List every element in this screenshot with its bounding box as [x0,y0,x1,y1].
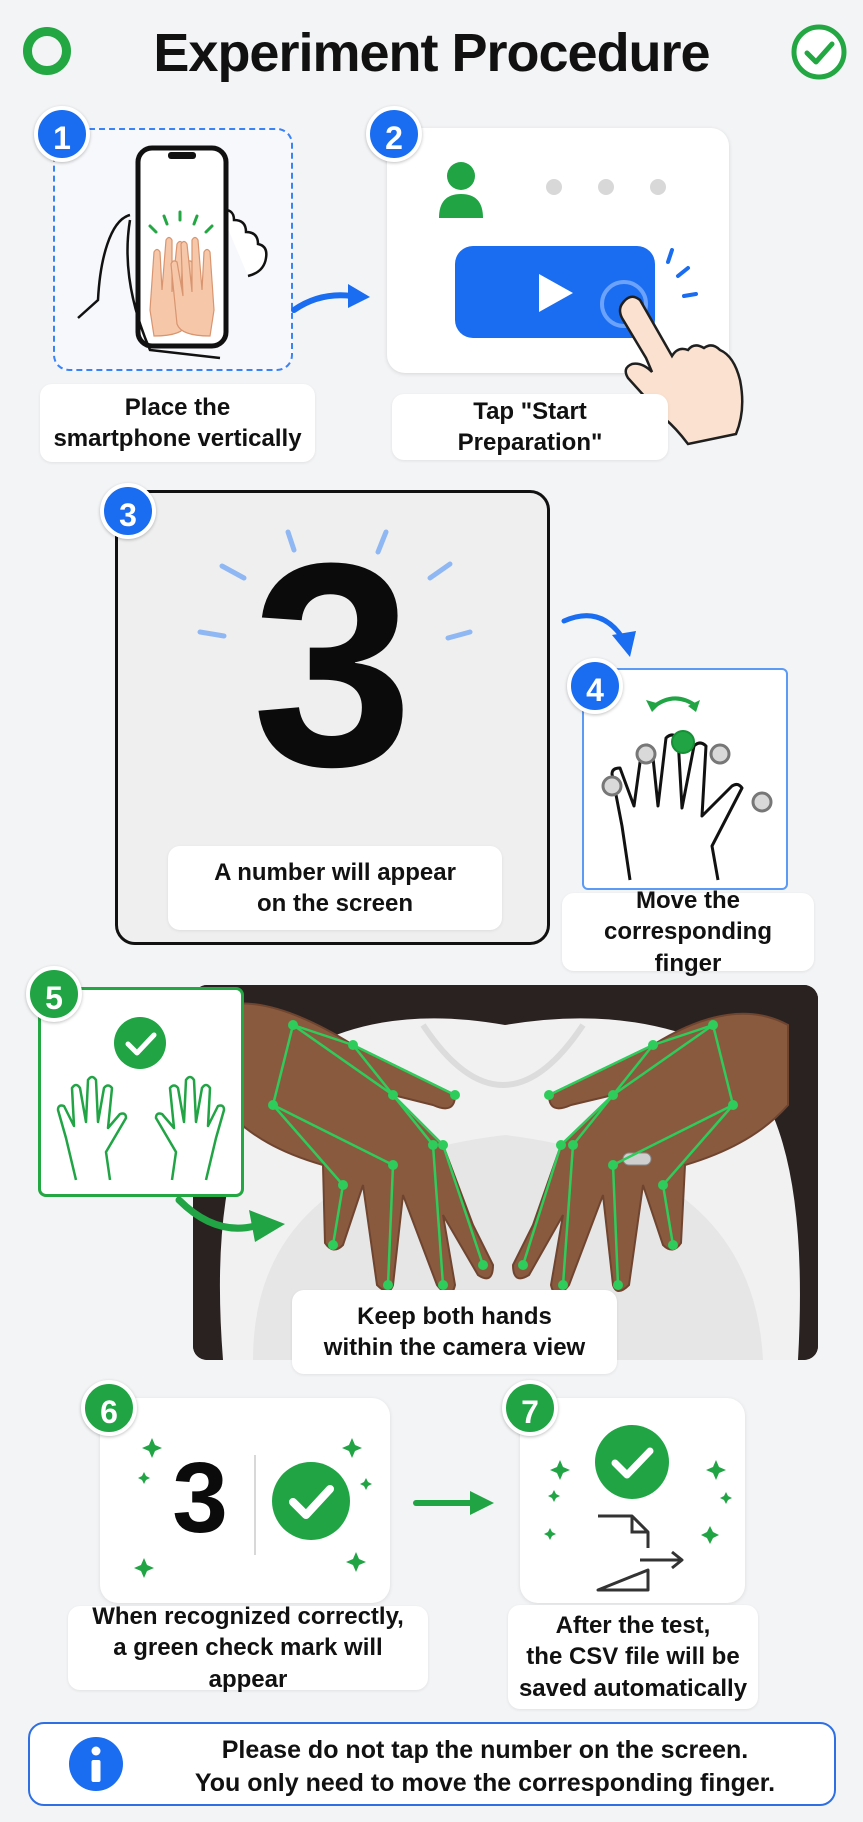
check-circle-icon [272,1462,350,1540]
sparkle-icons [544,1460,732,1544]
user-icon [439,162,483,218]
step-6-caption: When recognized correctly, a green check… [68,1603,428,1693]
recognized-number: 3 [172,1442,228,1554]
step-1-caption: Place the smartphone vertically [40,384,315,462]
pointing-hand-icon [600,248,744,446]
step-2-badge: 2 [366,106,422,162]
step-2-caption: Tap "Start Preparation" [392,394,668,460]
step-4-badge: 4 [567,658,623,714]
info-icon [69,1737,123,1791]
check-circle-icon [595,1425,669,1499]
step-7-badge: 7 [502,1380,558,1436]
hand-finger-icon [601,696,773,881]
phone-in-hand-illustration [77,145,268,360]
check-circle-icon [791,24,847,80]
ring-icon [23,27,71,75]
step-7-caption: After the test, the CSV file will be sav… [508,1605,758,1709]
notice-box [28,1722,836,1806]
step-5-caption: Keep both hands within the camera view [292,1290,617,1374]
countdown-number: 3 [251,503,414,827]
both-hands-check-icon [56,1017,226,1181]
notice-text: Please do not tap the number on the scre… [194,1736,776,1797]
step-1-badge: 1 [34,106,90,162]
arrow-right-icon [291,284,370,313]
progress-dots [546,179,666,195]
step-3-badge: 3 [100,483,156,539]
page-title: Experiment Procedure [153,23,710,83]
step-4-caption: Move the corresponding finger [562,887,814,977]
arrow-right-green-icon [413,1491,494,1515]
step-5-badge: 5 [26,966,82,1022]
divider [254,1455,256,1555]
arrow-curve-icon [561,613,636,657]
sparkle-icons [134,1438,372,1578]
step-6-badge: 6 [81,1380,137,1436]
sparkle-rays [197,529,473,641]
arrow-green-icon [175,1196,285,1242]
file-export-icon [596,1514,684,1592]
play-icon [539,274,573,312]
step-3-caption: A number will appear on the screen [168,846,502,930]
